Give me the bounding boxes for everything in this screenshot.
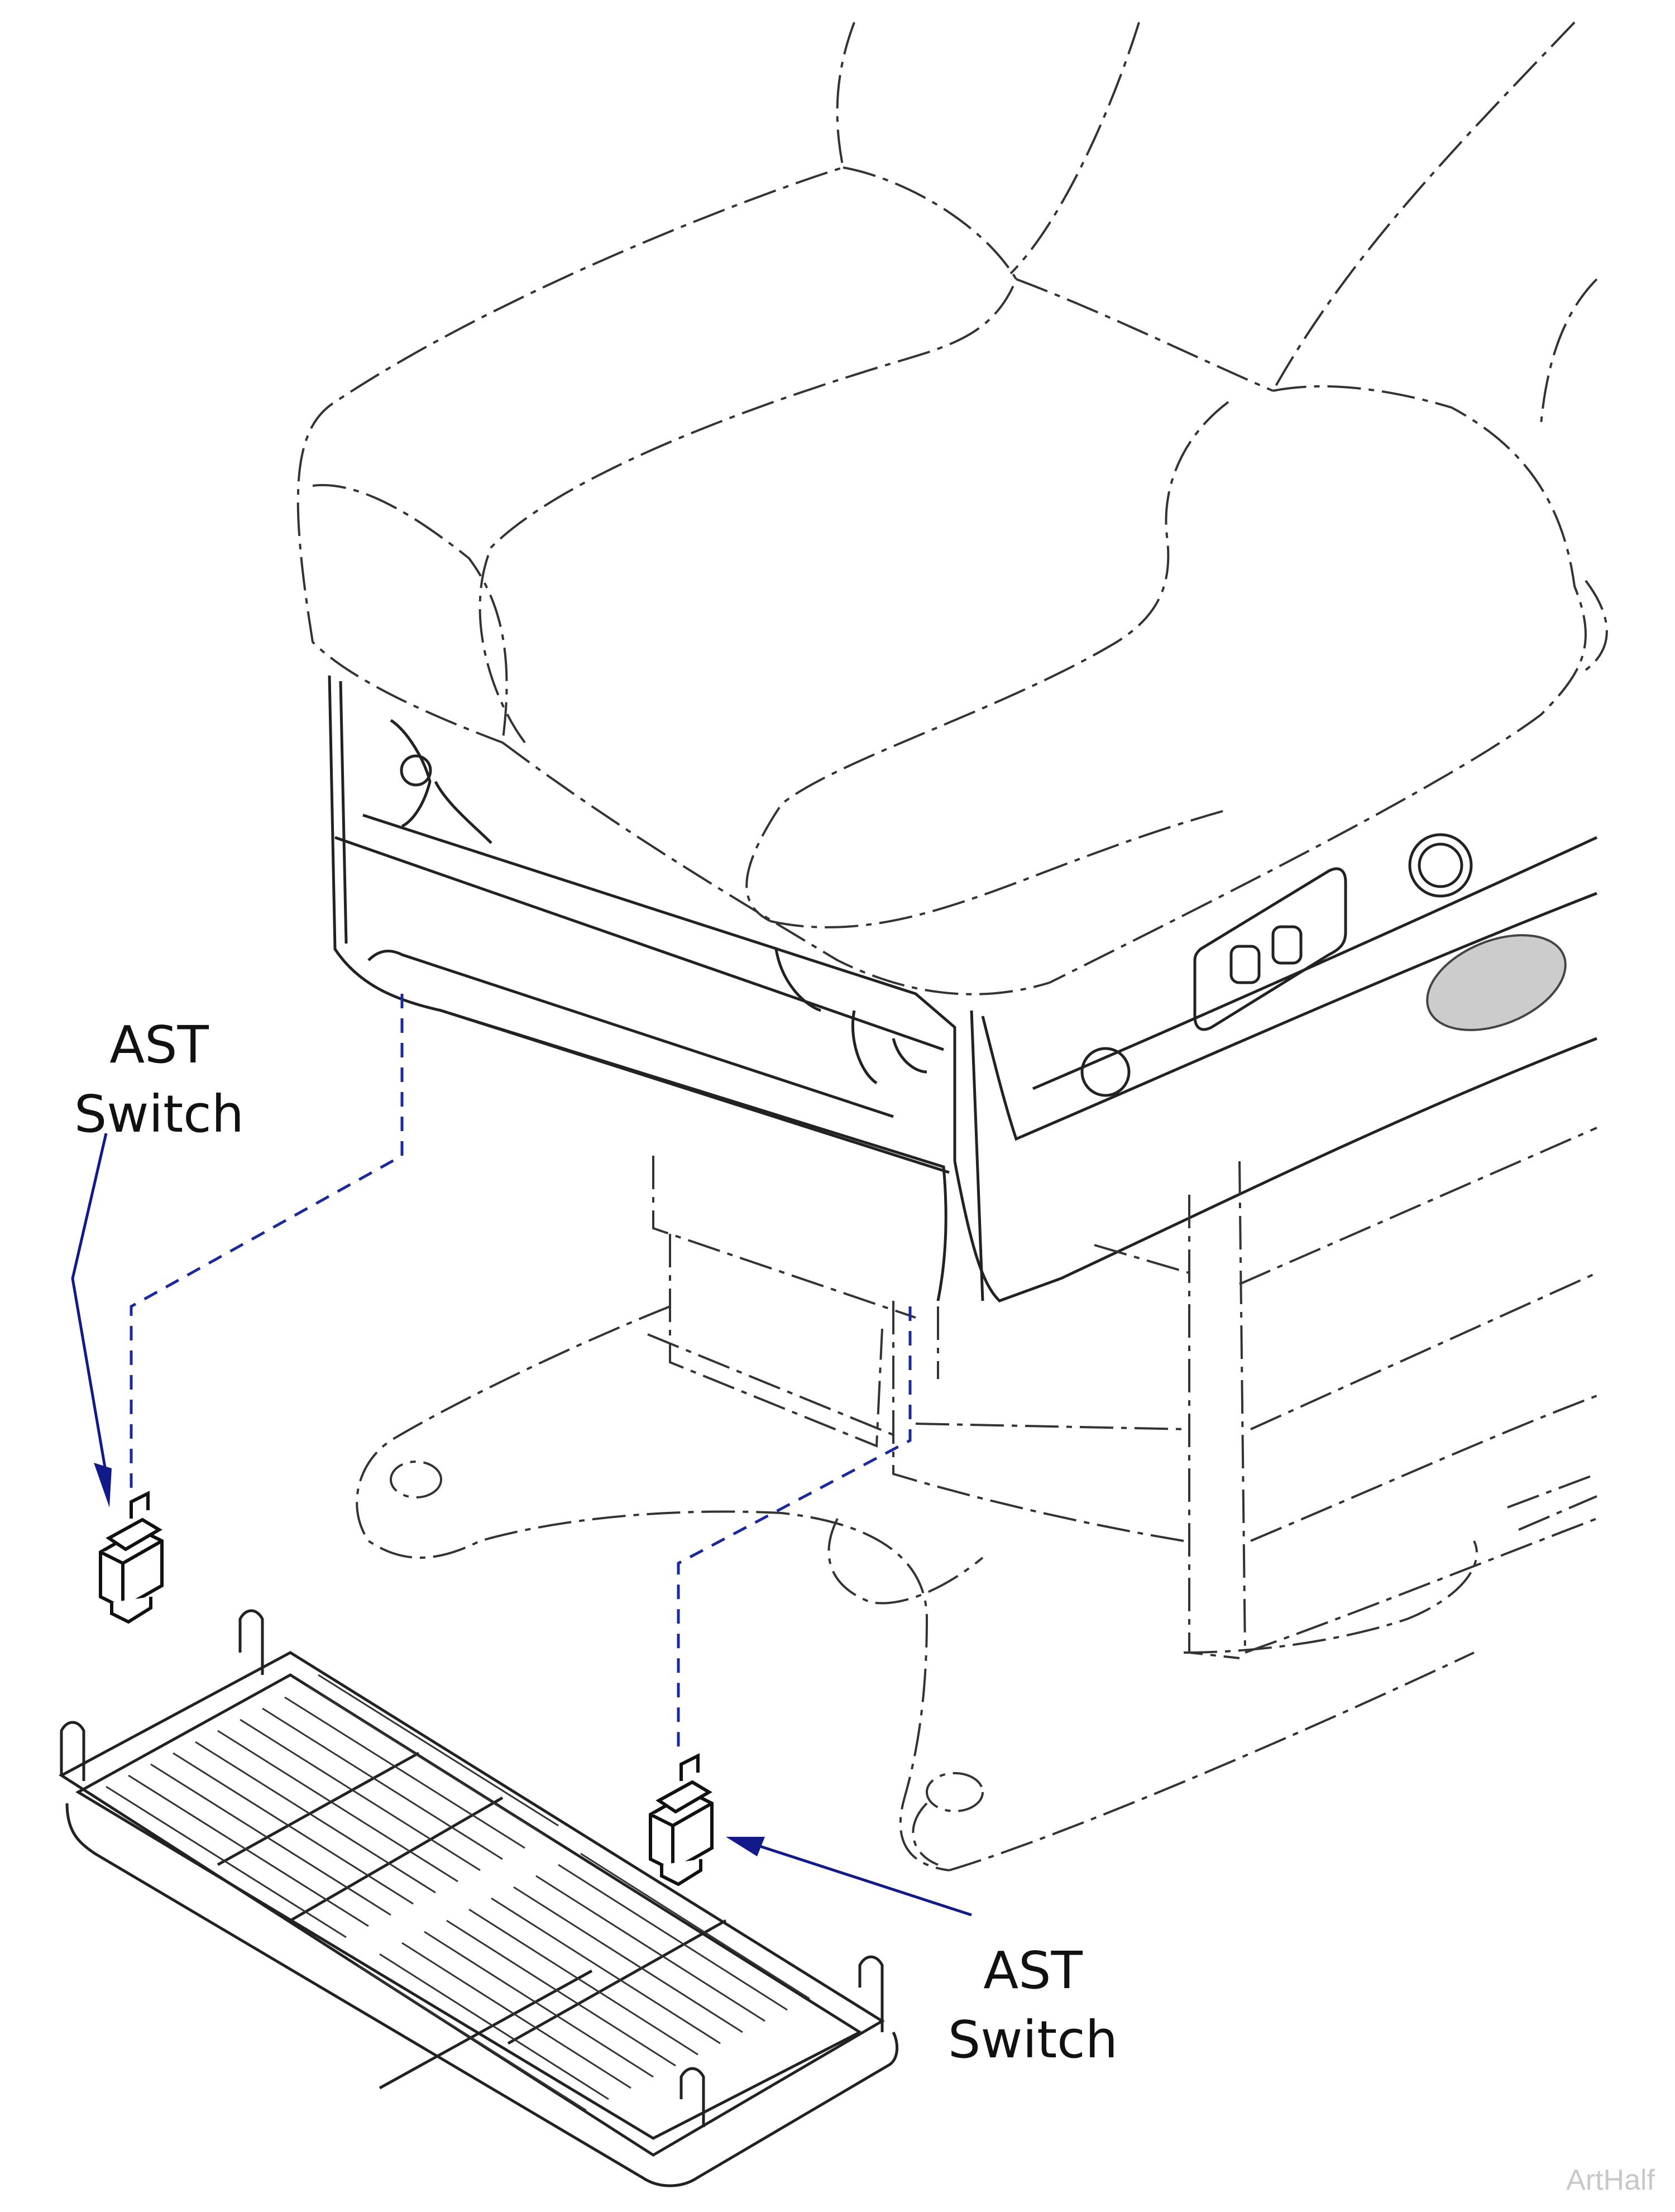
callout-line2: Switch [947,2010,1118,2070]
base-frame [328,675,1598,1303]
ast-switch-left [99,1491,164,1624]
callout-label-ast-switch-left: AST Switch [64,1011,254,1149]
callout-line1: AST [983,1941,1083,2000]
watermark-text: ArtHalf [1566,2164,1655,2196]
leader-arrow-2 [726,1837,972,1917]
callout-line2: Switch [74,1084,245,1144]
base-feet-phantom [356,1305,1597,1871]
leader-arrow-1 [71,1133,112,1507]
installation-guides [130,994,912,1753]
base-cover [59,1609,899,2187]
callout-label-ast-switch-right: AST Switch [938,1936,1128,2075]
column-phantom [652,1127,1597,1659]
seat-cushion-phantom [296,21,1608,995]
control-panel [1193,833,1567,1031]
ast-switch-right [649,1753,714,1887]
callout-line1: AST [109,1015,209,1075]
